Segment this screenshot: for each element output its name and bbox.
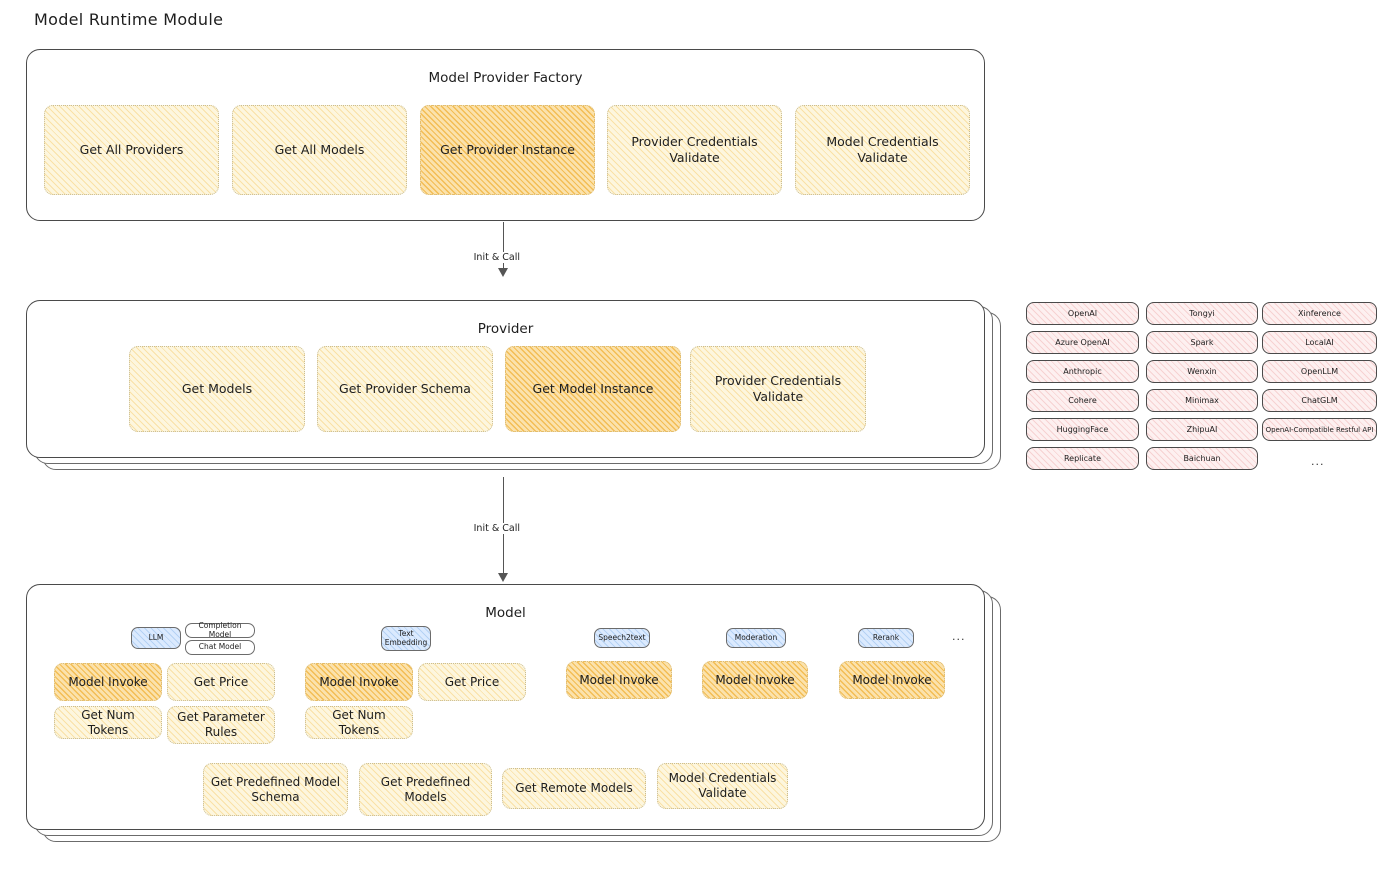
provider-chip-c2-r3[interactable]: Wenxin (1146, 360, 1258, 383)
model-sub-badge-chat-model[interactable]: Chat Model (185, 640, 255, 655)
provider-title: Provider (477, 321, 534, 337)
factory-card-2[interactable]: Get All Models (232, 105, 407, 195)
model-type-badge-llm[interactable]: LLM (131, 627, 181, 649)
provider-card-3[interactable]: Get Model Instance (505, 346, 681, 432)
provider-chip-c3-r1[interactable]: Xinference (1262, 302, 1377, 325)
model-method-llm-3[interactable]: Get Num Tokens (54, 706, 162, 739)
provider-chip-c2-r1[interactable]: Tongyi (1146, 302, 1258, 325)
provider-card-2[interactable]: Get Provider Schema (317, 346, 493, 432)
provider-chip-c2-r4[interactable]: Minimax (1146, 389, 1258, 412)
model-sub-badge-completion-model[interactable]: Completion Model (185, 621, 255, 638)
factory-card-4[interactable]: Provider Credentials Validate (607, 105, 782, 195)
arrow-1-label: Init & Call (468, 252, 525, 263)
model-type-badge-moderation[interactable]: Moderation (726, 628, 786, 648)
provider-chip-c2-r2[interactable]: Spark (1146, 331, 1258, 354)
factory-card-3[interactable]: Get Provider Instance (420, 105, 595, 195)
provider-chip-c2-r5[interactable]: ZhipuAI (1146, 418, 1258, 441)
model-method-text-embedding-3[interactable]: Get Num Tokens (305, 706, 413, 739)
model-title: Model (485, 605, 526, 621)
model-common-method-1[interactable]: Get Predefined Model Schema (203, 763, 348, 816)
model-common-method-3[interactable]: Get Remote Models (502, 768, 646, 809)
provider-chip-c3-r2[interactable]: LocalAI (1262, 331, 1377, 354)
model-types-ellipsis: ... (952, 630, 966, 643)
provider-chip-c2-r6[interactable]: Baichuan (1146, 447, 1258, 470)
model-method-text-embedding-2[interactable]: Get Price (418, 663, 526, 701)
provider-chip-c3-r4[interactable]: ChatGLM (1262, 389, 1377, 412)
provider-chip-c1-r6[interactable]: Replicate (1026, 447, 1139, 470)
provider-chip-c3-r5[interactable]: OpenAI-Compatible Restful API (1262, 418, 1377, 441)
provider-chip-c1-r5[interactable]: HuggingFace (1026, 418, 1139, 441)
provider-card-1[interactable]: Get Models (129, 346, 305, 432)
arrow-2-label: Init & Call (468, 523, 525, 534)
provider-list-ellipsis: ... (1311, 455, 1325, 468)
provider-chip-c1-r2[interactable]: Azure OpenAI (1026, 331, 1139, 354)
diagram-title: Model Runtime Module (34, 10, 224, 29)
model-method-moderation-1[interactable]: Model Invoke (702, 661, 808, 699)
model-method-rerank-1[interactable]: Model Invoke (839, 661, 945, 699)
provider-card-4[interactable]: Provider Credentials Validate (690, 346, 866, 432)
provider-chip-c1-r1[interactable]: OpenAI (1026, 302, 1139, 325)
model-type-badge-text-embedding[interactable]: Text Embedding (381, 626, 431, 651)
provider-chip-c1-r3[interactable]: Anthropic (1026, 360, 1139, 383)
arrow-2-head (498, 573, 508, 582)
provider-chip-c3-r3[interactable]: OpenLLM (1262, 360, 1377, 383)
model-provider-factory-title: Model Provider Factory (428, 70, 583, 86)
model-method-llm-4[interactable]: Get Parameter Rules (167, 706, 275, 744)
model-type-badge-speech2text[interactable]: Speech2text (594, 628, 650, 648)
factory-card-5[interactable]: Model Credentials Validate (795, 105, 970, 195)
model-common-method-2[interactable]: Get Predefined Models (359, 763, 492, 816)
factory-card-1[interactable]: Get All Providers (44, 105, 219, 195)
model-common-method-4[interactable]: Model Credentials Validate (657, 763, 788, 809)
arrow-1-line (503, 222, 504, 272)
model-method-llm-1[interactable]: Model Invoke (54, 663, 162, 701)
arrow-1-head (498, 268, 508, 277)
model-method-llm-2[interactable]: Get Price (167, 663, 275, 701)
model-method-speech2text-1[interactable]: Model Invoke (566, 661, 672, 699)
provider-chip-c1-r4[interactable]: Cohere (1026, 389, 1139, 412)
model-method-text-embedding-1[interactable]: Model Invoke (305, 663, 413, 701)
model-type-badge-rerank[interactable]: Rerank (858, 628, 914, 648)
